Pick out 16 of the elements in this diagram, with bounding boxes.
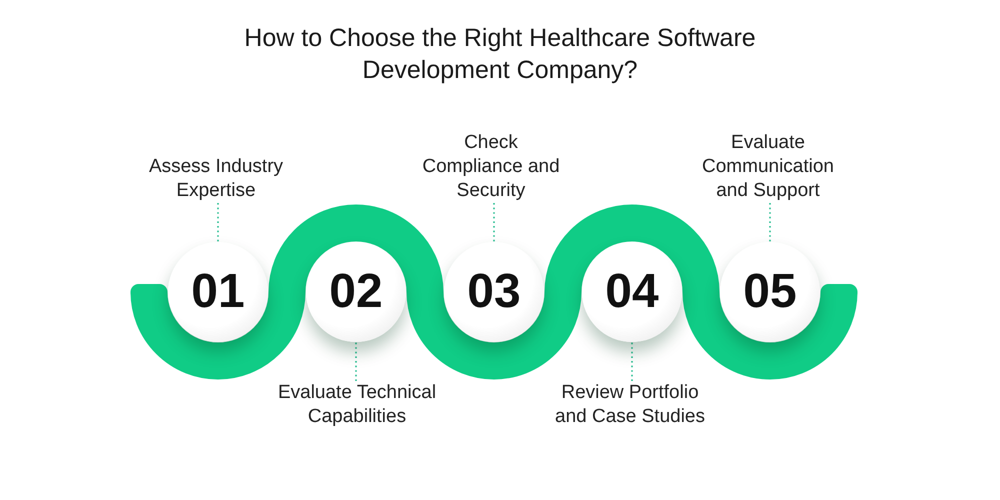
step-number: 04 bbox=[605, 266, 659, 318]
step-number: 02 bbox=[329, 266, 383, 318]
step-label: Assess Industry Expertise bbox=[136, 155, 296, 203]
title: How to Choose the Right Healthcare Software Development Company? bbox=[243, 23, 757, 86]
leader-line bbox=[217, 203, 219, 242]
step-number: 05 bbox=[743, 266, 797, 318]
leader-line bbox=[355, 342, 357, 381]
leader-line bbox=[769, 203, 771, 242]
leader-line bbox=[631, 342, 633, 381]
step-label: Review Portfolio and Case Studies bbox=[548, 381, 712, 429]
step-label: Evaluate Communication and Support bbox=[690, 131, 846, 203]
step-label: Evaluate Technical Capabilities bbox=[267, 381, 447, 429]
step-number: 03 bbox=[467, 266, 521, 318]
step-number: 01 bbox=[191, 266, 245, 318]
step-label: Check Compliance and Security bbox=[416, 131, 566, 203]
leader-line bbox=[493, 203, 495, 242]
